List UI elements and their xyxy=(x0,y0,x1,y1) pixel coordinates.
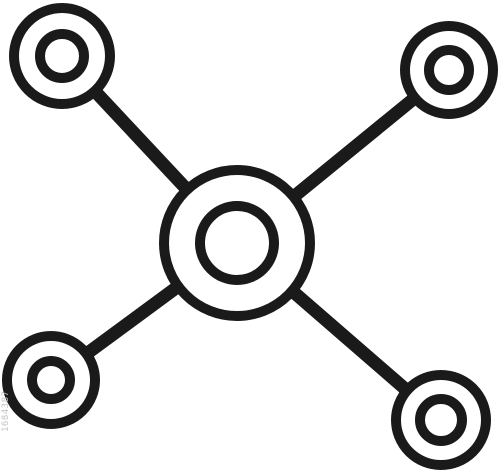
node-bottom-right xyxy=(391,370,491,470)
node-top-left xyxy=(9,3,115,109)
stock-id-watermark: 1684387 xyxy=(1,390,11,432)
node-bottom-left xyxy=(2,331,100,429)
center-node xyxy=(159,165,315,321)
node-top-right xyxy=(400,21,498,119)
